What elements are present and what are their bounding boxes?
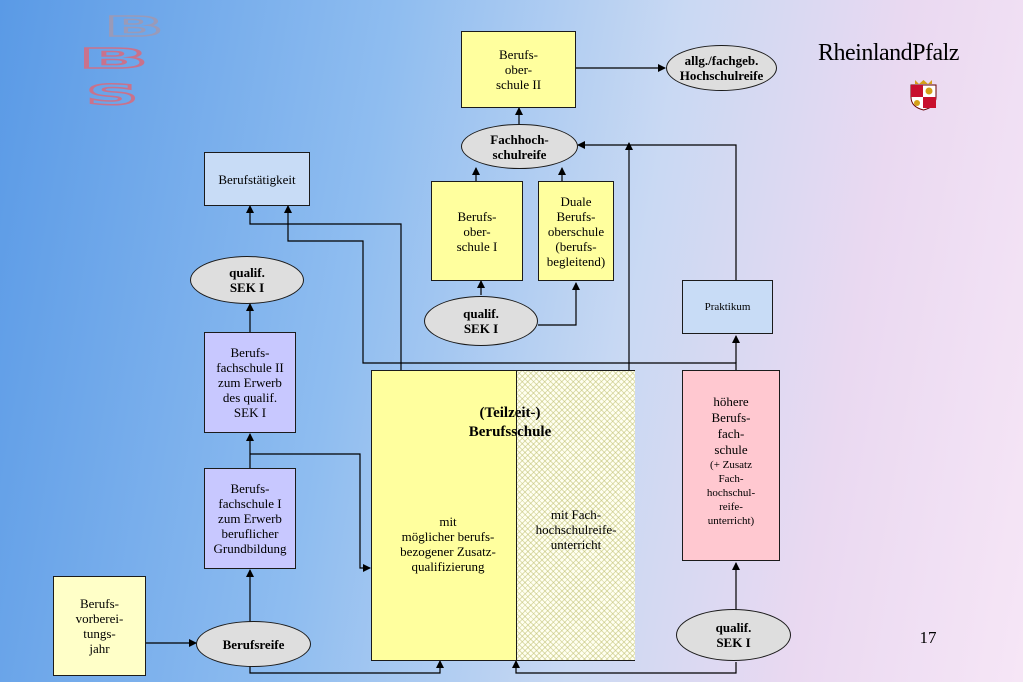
bbs-logo-letter-3: S	[84, 77, 142, 112]
berufsreife-oval: Berufsreife	[196, 621, 311, 667]
page-number: 17	[919, 628, 937, 647]
praktikum-box: Praktikum	[682, 280, 773, 334]
arrow-bf1-berufsschule	[250, 453, 371, 572]
hbf-main-text: höhere Berufs- fach- schule	[711, 394, 751, 457]
berufsschule-right-part	[516, 371, 635, 660]
hbf-sub-text: (+ Zusatz Fach- hochschul- reife- unterr…	[706, 459, 756, 527]
qualif-sek1-middle-oval: qualif. SEK I	[424, 296, 538, 346]
qualif-sek1-right-oval: qualif. SEK I	[676, 609, 791, 661]
hochschulreife-oval: allg./fachgeb. Hochschulreife	[666, 45, 777, 91]
arrow-berufsschule-berufstaetigkeit	[246, 205, 402, 370]
bbs-logo-letter-2: B	[75, 41, 152, 76]
arrow-qualifmid-duale	[538, 282, 580, 326]
berufsschule-block	[371, 370, 635, 661]
duale-bos-box: Duale Berufs- oberschule (berufs- beglei…	[538, 181, 614, 281]
berufsfachschule-2-box: Berufs- fachschule II zum Erwerb des qua…	[204, 332, 296, 433]
bbs-logo-letter-1: B	[102, 9, 167, 44]
berufsschule-right-text: mit Fach- hochschulreife- unterricht	[535, 507, 617, 552]
arrow-qualifright-berufsschule	[512, 660, 737, 674]
rlp-coat-of-arms-icon	[907, 79, 940, 111]
berufsvorbereitungsjahr-box: Berufs- vorberei- tungs- jahr	[53, 576, 146, 676]
berufsschule-left-text: mit möglicher berufs- bezogener Zusatz- …	[400, 514, 496, 574]
bos1-box: Berufs- ober- schule I	[431, 181, 523, 281]
bos2-box: Berufs- ober- schule II	[461, 31, 576, 108]
berufsfachschule-1-box: Berufs- fachschule I zum Erwerb beruflic…	[204, 468, 296, 569]
qualif-sek1-left-oval: qualif. SEK I	[190, 256, 304, 304]
fachhochschulreife-oval: Fachhoch- schulreife	[461, 124, 578, 169]
berufstaetigkeit-box: Berufstätigkeit	[204, 152, 310, 206]
berufsschule-title: (Teilzeit-) Berufsschule	[468, 405, 552, 440]
rlp-logo-text: RheinlandPfalz	[818, 40, 959, 66]
hoehere-berufsfachschule-box: höhere Berufs- fach- schule (+ Zusatz Fa…	[682, 370, 780, 561]
arrow-hbf-berufstaetigkeit	[284, 205, 737, 370]
arrow-berufsreife-berufsschule	[249, 660, 444, 674]
